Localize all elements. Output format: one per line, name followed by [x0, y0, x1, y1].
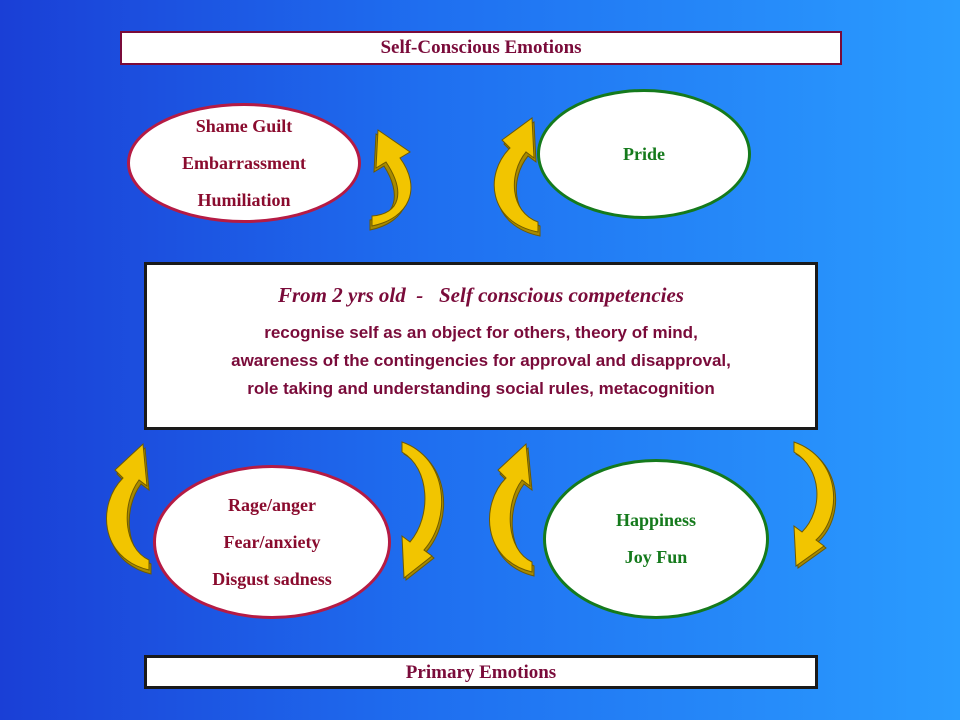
competency-line: awareness of the contingencies for appro…	[231, 351, 731, 370]
curved-arrow-icon	[369, 129, 412, 231]
oval-text-line: Embarrassment	[182, 152, 306, 173]
curved-arrow-icon	[493, 117, 541, 237]
primary-emotions-label: Primary Emotions	[144, 655, 818, 689]
oval-text-line: Happiness	[615, 510, 697, 530]
competencies-heading: From 2 yrs old - Self conscious competen…	[278, 283, 684, 307]
competency-line: recognise self as an object for others, …	[264, 323, 698, 342]
oval-text-line: Shame Guilt	[195, 115, 293, 136]
shame-guilt-oval: Shame Guilt Embarrassment Humiliation	[127, 103, 361, 223]
happiness-joy-oval: Happiness Joy Fun	[543, 459, 769, 619]
competency-line: role taking and understanding social rul…	[247, 379, 715, 398]
oval-text-line: Humiliation	[197, 189, 291, 210]
pride-oval: Pride	[537, 89, 751, 219]
oval-text-line: Rage/anger	[228, 494, 316, 515]
oval-text-line: Disgust sadness	[212, 568, 332, 589]
curved-arrow-icon	[489, 442, 535, 577]
rage-fear-disgust-oval: Rage/anger Fear/anxiety Disgust sadness	[153, 465, 391, 619]
self-conscious-emotions-label: Self-Conscious Emotions	[120, 31, 842, 65]
oval-text-line: Fear/anxiety	[223, 531, 321, 552]
self-conscious-competencies-box: From 2 yrs old - Self conscious competen…	[144, 262, 818, 430]
curved-arrow-icon	[793, 441, 837, 569]
curved-arrow-icon	[401, 441, 445, 581]
oval-text-line: Pride	[623, 143, 665, 164]
oval-text-line: Joy Fun	[624, 547, 688, 567]
curved-arrow-icon	[106, 442, 152, 575]
